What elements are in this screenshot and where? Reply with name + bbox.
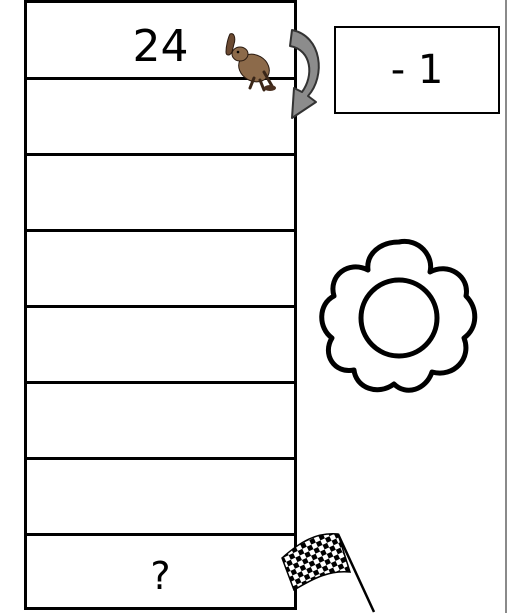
ladder-rung [27, 229, 294, 232]
page-right-edge [505, 0, 507, 613]
operation-label: - 1 [391, 47, 444, 93]
flower-outline-icon [316, 232, 482, 398]
curved-arrow-icon [282, 26, 330, 122]
beaver-icon [220, 30, 282, 96]
checkered-flag-icon [276, 528, 380, 613]
ladder-rung [27, 305, 294, 308]
answer-placeholder: ? [27, 551, 294, 601]
operation-box: - 1 [334, 26, 500, 114]
ladder-rung [27, 533, 294, 536]
ladder-rung [27, 381, 294, 384]
ladder-rung [27, 153, 294, 156]
ladder-rung [27, 457, 294, 460]
